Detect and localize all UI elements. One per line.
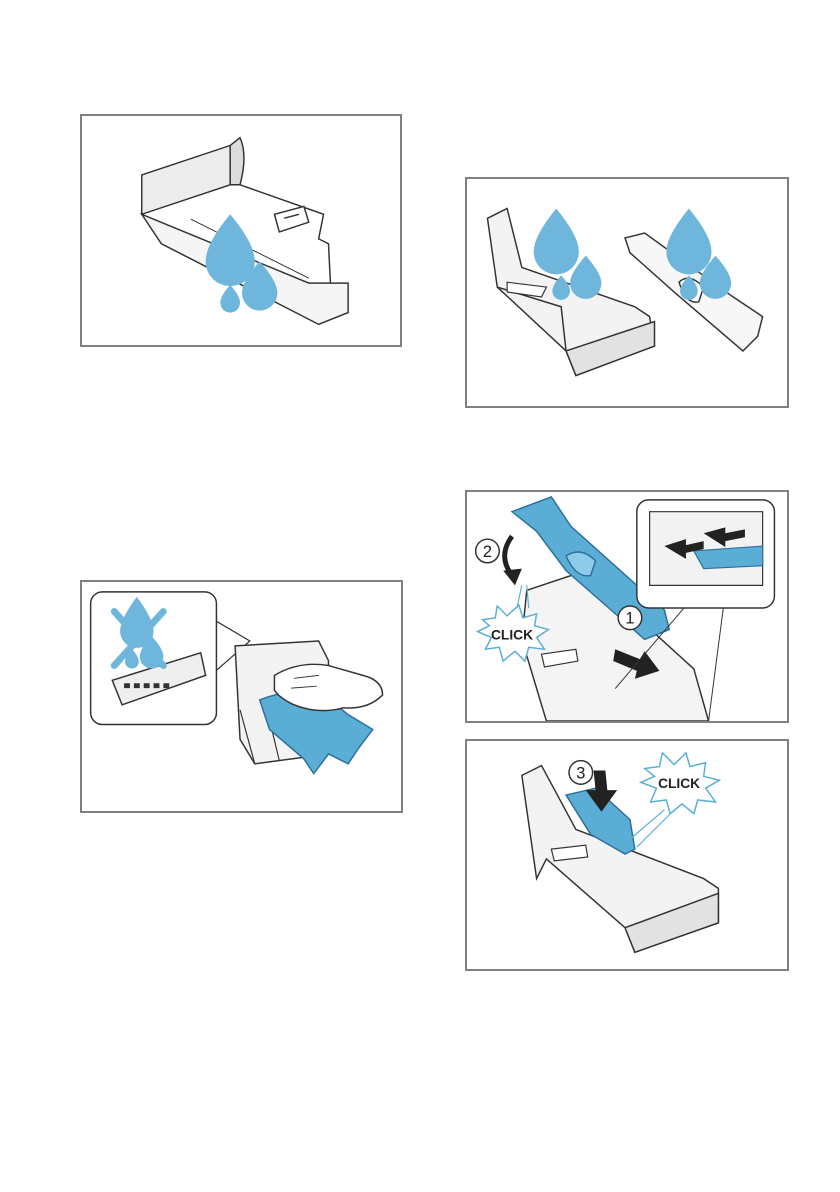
drawer-and-siphon-drawing [467, 179, 787, 406]
water-drop-large [206, 214, 255, 286]
water-drop-small [220, 285, 240, 313]
wipe-dry-illustration [80, 580, 403, 813]
insert-siphon-drawing: 2 1 CLICK [467, 492, 787, 721]
press-siphon-illustration: 3 CLICK [465, 739, 789, 971]
insert-siphon-illustration: 2 1 CLICK [465, 490, 789, 723]
water-drop-large [534, 208, 579, 274]
step-3-number: 3 [576, 763, 585, 782]
step-1-number: 1 [625, 609, 634, 628]
wipe-dry-drawing [82, 582, 401, 811]
dispenser-rinse-illustration [80, 114, 402, 347]
water-drop-large [666, 208, 711, 274]
press-siphon-drawing: 3 CLICK [467, 741, 787, 969]
dispenser-drawer-drawing [82, 116, 400, 345]
arrow-curve-icon [505, 536, 512, 575]
step-2-number: 2 [483, 542, 492, 561]
click-label: CLICK [491, 627, 533, 642]
parts-rinse-illustration [465, 177, 789, 408]
click-label: CLICK [658, 776, 700, 791]
